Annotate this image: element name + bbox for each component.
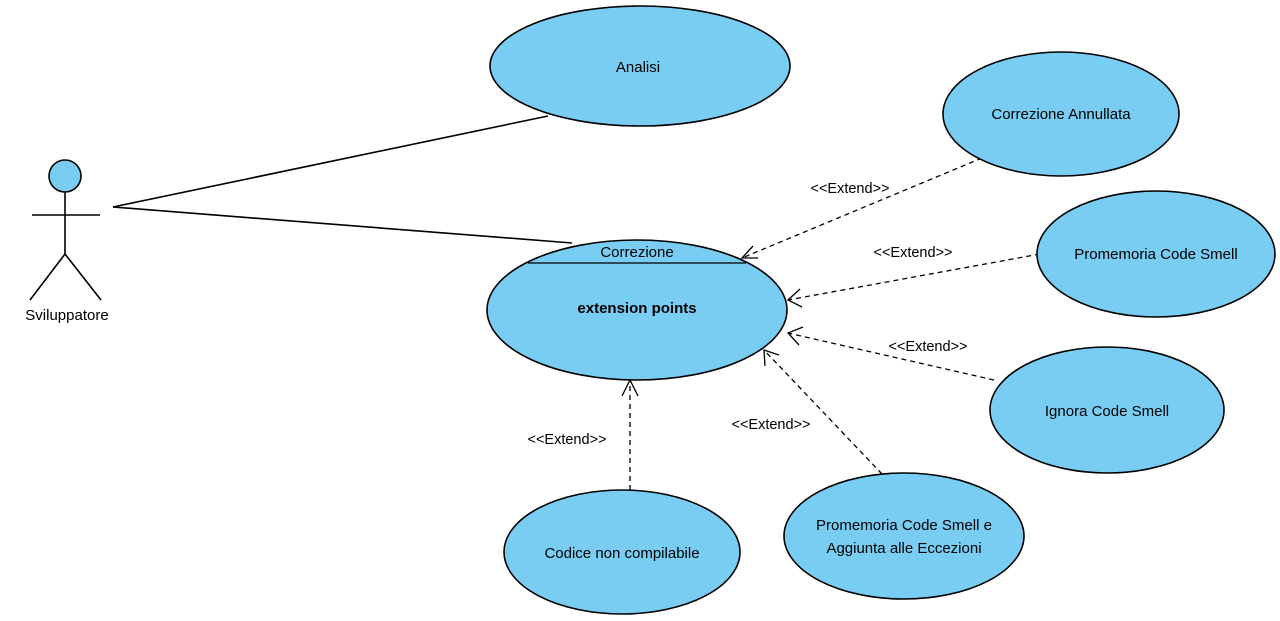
- extend-arrow-ignora: [786, 326, 804, 346]
- use-case-analisi[interactable]: Analisi: [489, 5, 791, 127]
- use-case-label-line1: Promemoria Code Smell e: [816, 517, 992, 534]
- extend-label-ignora: <<Extend>>: [888, 339, 967, 355]
- extend-line-eccezioni: [763, 349, 883, 475]
- extend-label-promemoria: <<Extend>>: [873, 245, 952, 261]
- use-case-codice-non-compilabile[interactable]: Codice non compilabile: [503, 489, 741, 615]
- use-case-correzione-annullata[interactable]: Correzione Annullata: [942, 51, 1180, 177]
- association-analisi: [112, 115, 549, 208]
- use-case-promemoria-eccezioni[interactable]: Promemoria Code Smell e Aggiunta alle Ec…: [783, 472, 1025, 600]
- use-case-label: Ignora Code Smell: [1045, 403, 1169, 420]
- use-case-correzione[interactable]: Correzione extension points: [486, 239, 788, 381]
- extension-points-label: extension points: [577, 300, 696, 317]
- extend-label-eccezioni: <<Extend>>: [731, 417, 810, 433]
- extend-label-codice: <<Extend>>: [527, 432, 606, 448]
- actor-head: [48, 159, 82, 193]
- extend-arrow-promemoria: [786, 288, 803, 308]
- use-case-label-line2: Aggiunta alle Eccezioni: [826, 540, 981, 557]
- use-case-label: Codice non compilabile: [544, 545, 699, 562]
- extend-arrow-eccezioni: [763, 349, 780, 367]
- extend-arrow-annullata: [740, 245, 758, 259]
- use-case-label: Promemoria Code Smell: [1074, 246, 1237, 263]
- actor-sviluppatore[interactable]: Sviluppatore: [25, 159, 109, 324]
- actor-label: Sviluppatore: [25, 307, 108, 324]
- association-correzione: [112, 206, 573, 244]
- extend-label-annullata: <<Extend>>: [810, 181, 889, 197]
- use-case-label: Analisi: [616, 59, 660, 76]
- extend-line-promemoria: [787, 253, 1041, 301]
- use-case-title: Correzione: [600, 244, 673, 261]
- actor-left-leg: [29, 253, 66, 301]
- use-case-label: Correzione Annullata: [991, 106, 1131, 123]
- use-case-promemoria-code-smell[interactable]: Promemoria Code Smell: [1036, 190, 1276, 318]
- actor-right-leg: [64, 253, 102, 301]
- extend-line-annullata: [741, 157, 983, 259]
- use-case-ignora-code-smell[interactable]: Ignora Code Smell: [989, 346, 1225, 474]
